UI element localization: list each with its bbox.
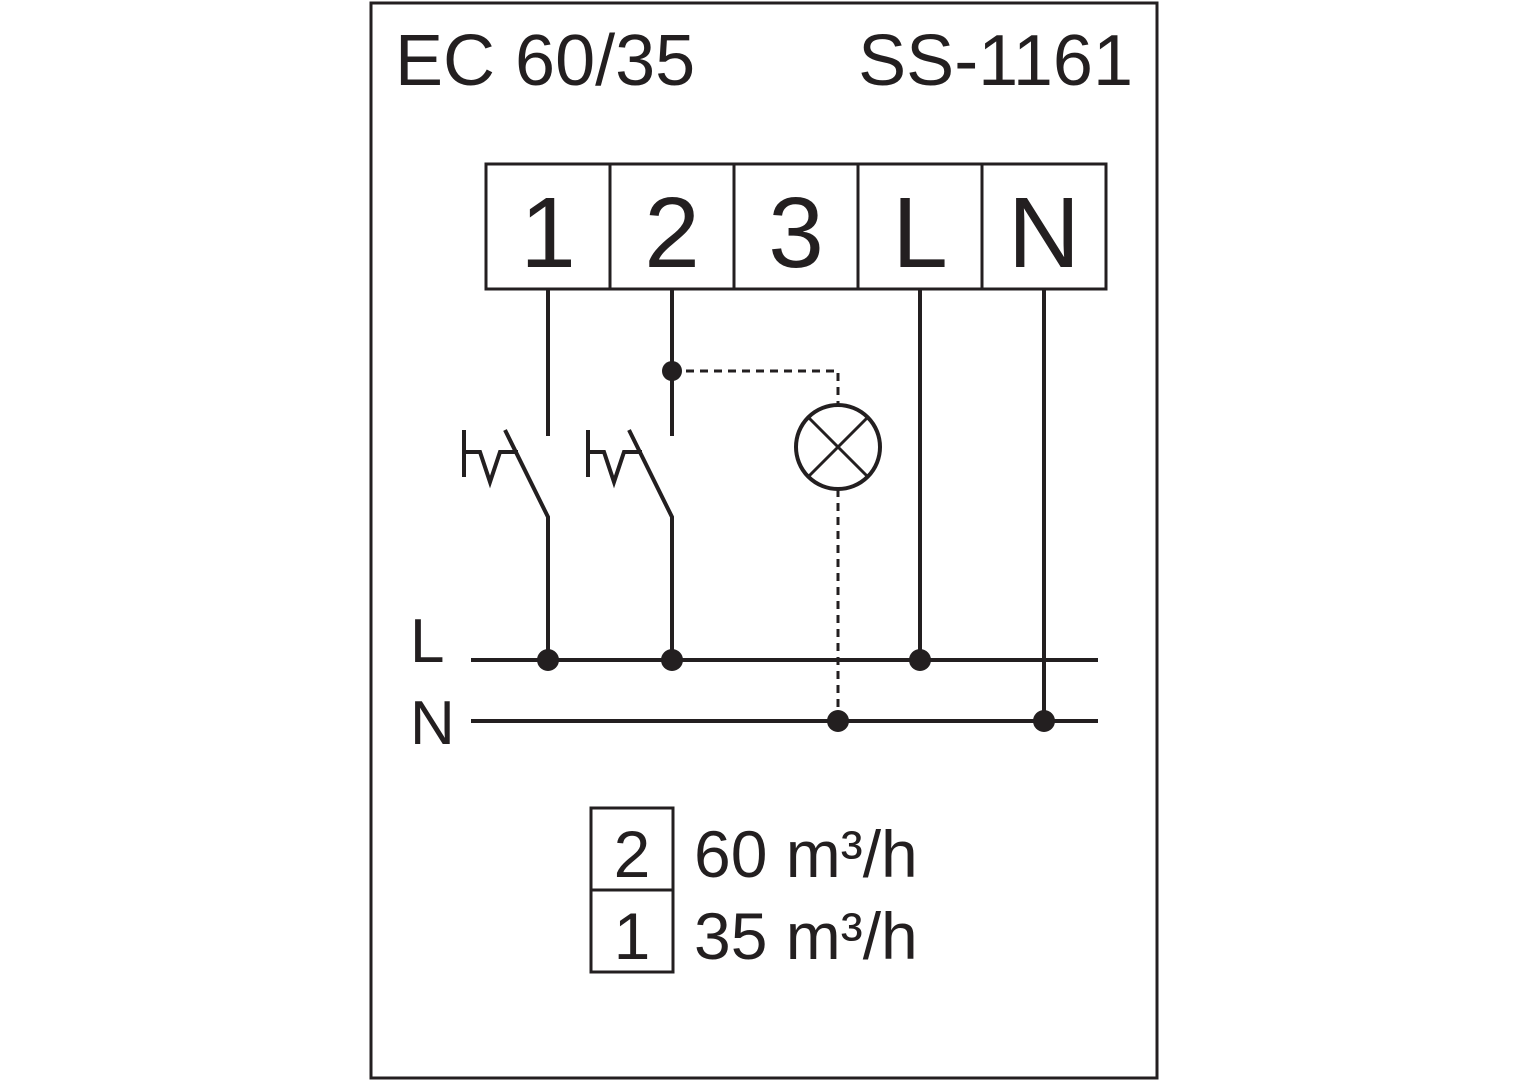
terminal-2: 2 bbox=[644, 177, 700, 289]
legend-value-60: 60 m³/h bbox=[694, 817, 918, 891]
indicator-lamp bbox=[662, 361, 882, 720]
switch-1 bbox=[462, 289, 550, 660]
switch-2 bbox=[586, 289, 674, 660]
frame bbox=[369, 1, 1159, 1080]
legend-key-2: 2 bbox=[614, 817, 651, 891]
terminal-1: 1 bbox=[520, 177, 576, 289]
bus-label-n: N bbox=[410, 689, 455, 758]
model-label: EC 60/35 bbox=[395, 21, 695, 101]
terminal-3: 3 bbox=[768, 177, 824, 289]
legend-value-35: 35 m³/h bbox=[694, 899, 918, 973]
legend-key-1: 1 bbox=[614, 899, 651, 973]
terminal-l: L bbox=[892, 177, 948, 289]
bus-label-l: L bbox=[410, 607, 444, 676]
terminal-block: 1 2 3 L N bbox=[484, 162, 1108, 291]
terminal-n: N bbox=[1008, 177, 1080, 289]
legend: 2 1 60 m³/h 35 m³/h bbox=[589, 806, 918, 974]
junction-dots bbox=[537, 649, 1055, 732]
code-label: SS-1161 bbox=[858, 21, 1133, 101]
